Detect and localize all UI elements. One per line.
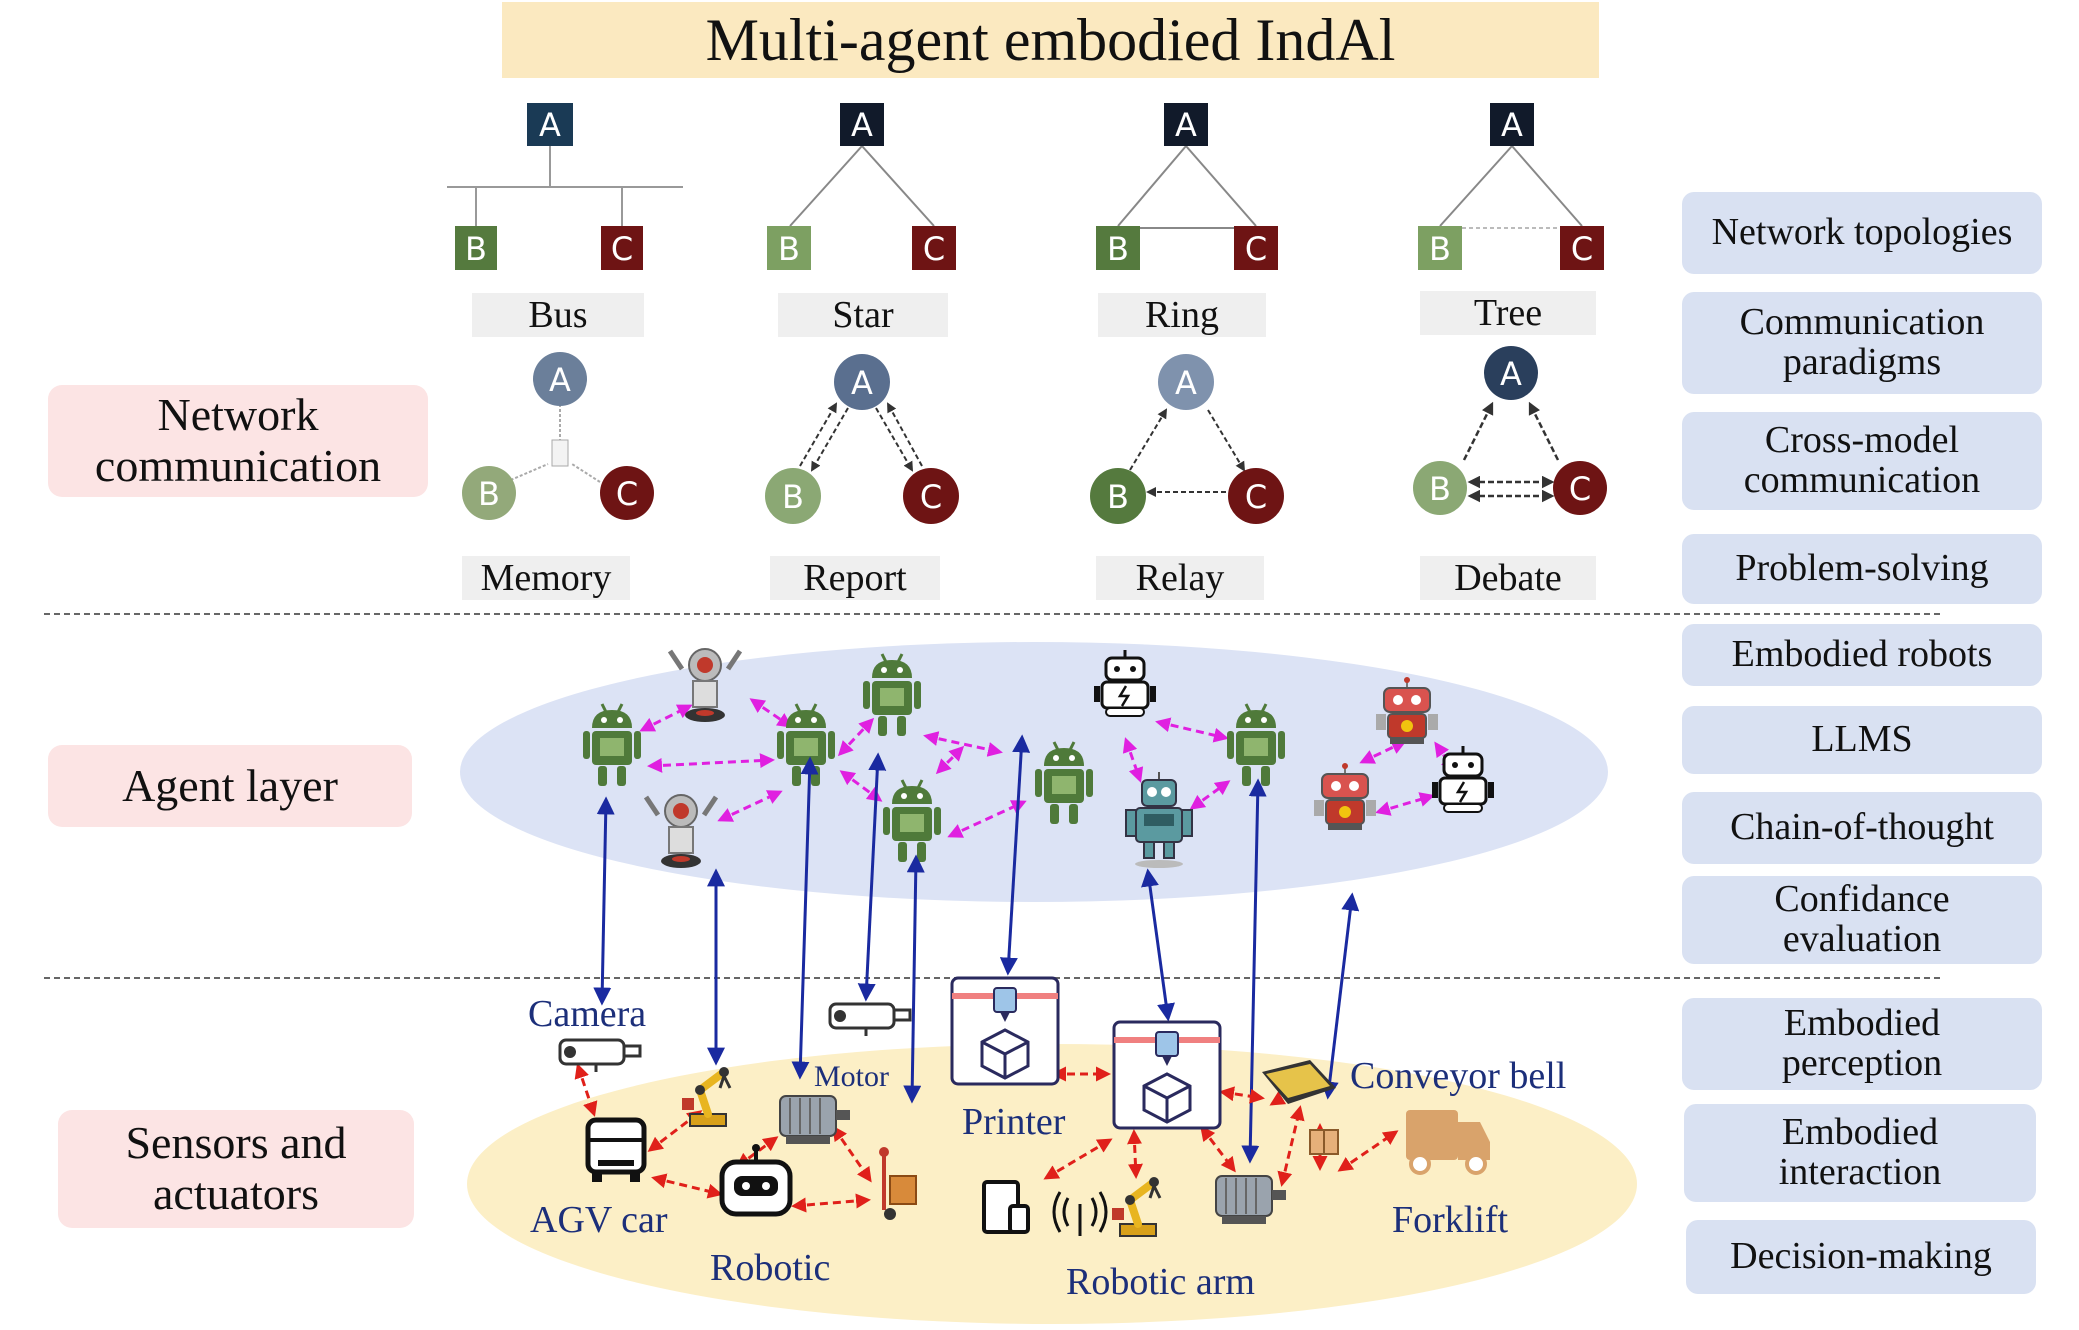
topology-star: A B C: [767, 103, 956, 270]
node-letter: A: [851, 106, 873, 144]
node-letter: A: [539, 106, 561, 144]
node-letter: C: [616, 475, 638, 513]
node-letter: A: [1175, 364, 1197, 402]
node-letter: A: [549, 361, 571, 399]
paradigm-label-debate: Debate: [1420, 556, 1596, 600]
panel-communication-paradigms: Communication paradigms: [1682, 292, 2042, 394]
paradigm-report: A B C: [765, 354, 959, 524]
agv-car-icon: [585, 1117, 647, 1182]
row-label-network: Network communication: [48, 385, 428, 497]
diagram-title: Multi-agent embodied IndAl: [502, 2, 1599, 78]
camera-icon: [558, 1038, 642, 1074]
node-letter: B: [782, 478, 804, 516]
printer-icon: [952, 978, 1058, 1084]
tablet-icon: [982, 1180, 1030, 1234]
topology-label-star: Star: [778, 293, 948, 337]
device-label-motor: Motor: [814, 1060, 889, 1093]
device-label-camera: Camera: [528, 993, 647, 1035]
antenna-icon: [1052, 1191, 1108, 1236]
panel-decision-making: Decision-making: [1686, 1220, 2036, 1294]
panel-embodied-perception: Embodied perception: [1682, 998, 2042, 1090]
paradigm-relay: A B C: [1090, 354, 1284, 524]
node-letter: C: [920, 478, 942, 516]
node-letter: B: [1429, 470, 1451, 508]
node-letter: C: [1245, 230, 1267, 268]
node-letter: B: [1107, 230, 1129, 268]
topology-tree: A B C: [1418, 103, 1604, 270]
node-letter: B: [1429, 230, 1451, 268]
panel-cross-model-communication: Cross-model communication: [1682, 412, 2042, 510]
conveyor-icon: [1262, 1060, 1336, 1104]
sensor-layer-ellipse: [467, 1044, 1637, 1324]
paradigm-memory: A B C: [462, 352, 654, 520]
panel-llms: LLMS: [1682, 706, 2042, 774]
node-letter: A: [1175, 106, 1197, 144]
node-letter: B: [465, 230, 487, 268]
node-letter: A: [1500, 355, 1522, 393]
node-letter: C: [611, 230, 633, 268]
divider-top: [44, 613, 1940, 615]
device-label-robotic-arm: Robotic arm: [1066, 1261, 1255, 1303]
paradigm-label-memory: Memory: [462, 556, 630, 600]
row-label-sensors: Sensors and actuators: [58, 1110, 414, 1228]
hand-truck-icon: [879, 1147, 917, 1220]
node-letter: B: [778, 230, 800, 268]
device-label-agv: AGV car: [530, 1199, 668, 1241]
row-label-agent: Agent layer: [48, 745, 412, 827]
topology-bus: A B C: [447, 103, 683, 270]
node-letter: B: [478, 475, 500, 513]
robot-head-icon: [719, 1144, 793, 1217]
topology-label-tree: Tree: [1420, 291, 1596, 335]
device-label-robotic: Robotic: [710, 1247, 831, 1289]
panel-chain-of-thought: Chain-of-thought: [1682, 792, 2042, 864]
vertical-links: [593, 734, 1360, 1164]
node-letter: C: [1569, 470, 1591, 508]
paradigm-label-report: Report: [770, 556, 940, 600]
paradigm-label-relay: Relay: [1096, 556, 1264, 600]
device-label-forklift: Forklift: [1392, 1199, 1509, 1241]
camera-icon: [828, 1002, 912, 1038]
panel-embodied-robots: Embodied robots: [1682, 624, 2042, 686]
panel-network-topologies: Network topologies: [1682, 192, 2042, 274]
device-label-conveyor: Conveyor bell: [1350, 1055, 1567, 1097]
node-letter: C: [1571, 230, 1593, 268]
node-letter: C: [923, 230, 945, 268]
node-letter: B: [1107, 478, 1129, 516]
node-letter: A: [1501, 106, 1523, 144]
paradigm-debate: A B C: [1413, 346, 1607, 515]
panel-confidance-evaluation: Confidance evaluation: [1682, 876, 2042, 964]
printer-icon: [1114, 1022, 1220, 1128]
topology-label-bus: Bus: [472, 293, 644, 337]
box-icon: [1309, 1129, 1339, 1155]
topology-label-ring: Ring: [1098, 293, 1266, 337]
node-letter: C: [1245, 478, 1267, 516]
panel-problem-solving: Problem-solving: [1682, 534, 2042, 604]
node-letter: A: [851, 364, 873, 402]
topology-ring: A B C: [1096, 103, 1278, 270]
panel-embodied-interaction: Embodied interaction: [1684, 1104, 2036, 1202]
device-label-printer: Printer: [962, 1101, 1066, 1143]
agent-layer-ellipse: [460, 642, 1608, 902]
forklift-icon: [1406, 1110, 1490, 1175]
